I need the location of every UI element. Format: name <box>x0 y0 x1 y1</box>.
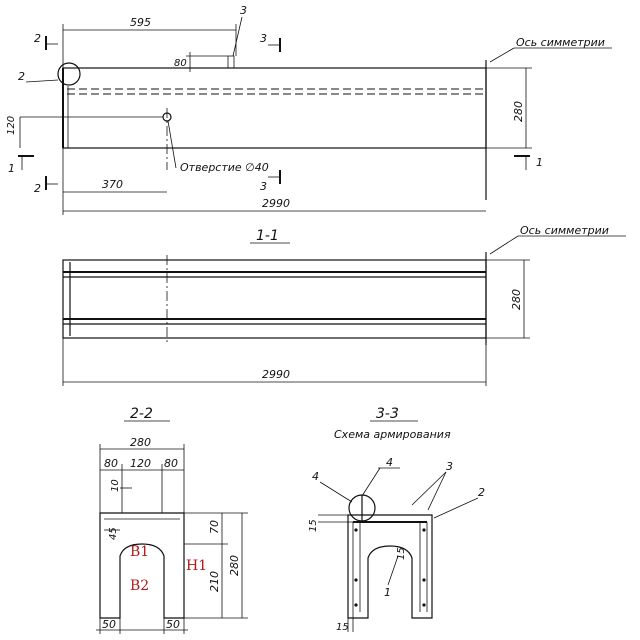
label-b2: B2 <box>130 578 149 594</box>
section-3-3-subtitle: Схема армирования <box>334 428 451 441</box>
rebar-dot <box>354 603 358 607</box>
section-1-1-title: 1-1 <box>256 228 279 244</box>
callout-2-circle: 2 <box>18 70 25 83</box>
top-view: 595 80 3 3 3 2 2 2 120 Отвер <box>6 4 612 215</box>
rebar-verticals <box>352 522 428 612</box>
leader-3 <box>232 16 243 57</box>
section-2-2-dim-45: 45 <box>108 527 119 540</box>
u-profile-3 <box>347 514 433 619</box>
section-1-1-axis-label: Ось симметрии <box>520 224 609 237</box>
section-2-2-dim-210: 210 <box>208 571 221 592</box>
dim-2990: 2990 <box>262 197 290 210</box>
u-profile <box>99 512 185 619</box>
dim-15-bottom: 15 <box>336 622 349 633</box>
leader-3b <box>427 471 447 511</box>
callout-3: 3 <box>240 4 247 17</box>
section-1-right: 1 <box>536 156 543 169</box>
leader-hole <box>167 120 177 169</box>
rebar-dot <box>422 603 426 607</box>
section-1-1-dim-280: 280 <box>510 289 523 310</box>
section-2-2-dim-120: 120 <box>130 457 151 470</box>
callout-4b: 4 <box>386 456 393 469</box>
leader-2 <box>25 79 59 83</box>
callout-2-33: 2 <box>478 486 485 499</box>
axis-label: Ось симметрии <box>516 36 605 49</box>
dim-80: 80 <box>174 58 187 69</box>
label-b1: B1 <box>130 544 149 560</box>
section-3-top: 3 <box>260 32 267 45</box>
beam-outline <box>62 67 487 149</box>
leader-4a <box>319 481 353 503</box>
hole-label: Отверстие ∅40 <box>180 161 269 174</box>
section-1-left: 1 <box>8 162 15 175</box>
callout-4a: 4 <box>312 470 319 483</box>
section-2-2-dim-10: 10 <box>110 479 121 492</box>
section-2-2-dim-80-right: 80 <box>164 457 178 470</box>
section-3-3-title: 3-3 <box>376 406 399 422</box>
section-3-bottom: 3 <box>260 180 267 193</box>
section-2-2-dim-50-left: 50 <box>102 618 116 631</box>
section-2-2: 2-2 280 80 120 80 10 45 70 210 280 <box>96 406 248 634</box>
dim-120: 120 <box>6 116 17 135</box>
callout-1-33: 1 <box>384 586 391 599</box>
section-2-top: 2 <box>34 32 41 45</box>
rebar-verticals-inner <box>359 522 421 612</box>
axis-label-leader <box>489 47 515 63</box>
dim-280: 280 <box>512 101 525 122</box>
dim-15-mid: 15 <box>396 547 407 560</box>
dim-15-top: 15 <box>308 519 319 532</box>
detail-circle <box>57 62 81 86</box>
section-3-3: 3-3 Схема армирования 4 4 3 2 1 1 <box>308 406 485 633</box>
rebar-dot <box>422 528 426 532</box>
callout-3-33: 3 <box>446 460 453 473</box>
section-1-1: 1-1 280 2990 Ось симметрии <box>62 224 626 386</box>
section-2-2-dim-280: 280 <box>130 436 151 449</box>
rebar-dot <box>354 528 358 532</box>
section-2-2-dim-280-v: 280 <box>228 555 241 576</box>
section-1-1-axis-leader <box>489 235 519 255</box>
loop-element <box>227 55 235 69</box>
leader-3a <box>411 471 447 506</box>
leader-1 <box>387 555 399 586</box>
dim-595: 595 <box>130 16 151 29</box>
section-2-2-dim-80-left: 80 <box>104 457 118 470</box>
section-1-1-dim-2990: 2990 <box>262 368 290 381</box>
rebar-dot <box>354 578 358 582</box>
dim-370: 370 <box>102 178 123 191</box>
section-2-2-title: 2-2 <box>130 406 153 422</box>
section-2-2-dim-70: 70 <box>208 520 221 534</box>
section-2-bottom: 2 <box>34 182 41 195</box>
section-2-2-dim-50-right: 50 <box>166 618 180 631</box>
label-h1: H1 <box>186 558 207 574</box>
leader-4b <box>361 467 381 497</box>
leader-2-33 <box>433 497 479 519</box>
rebar-dot <box>422 578 426 582</box>
